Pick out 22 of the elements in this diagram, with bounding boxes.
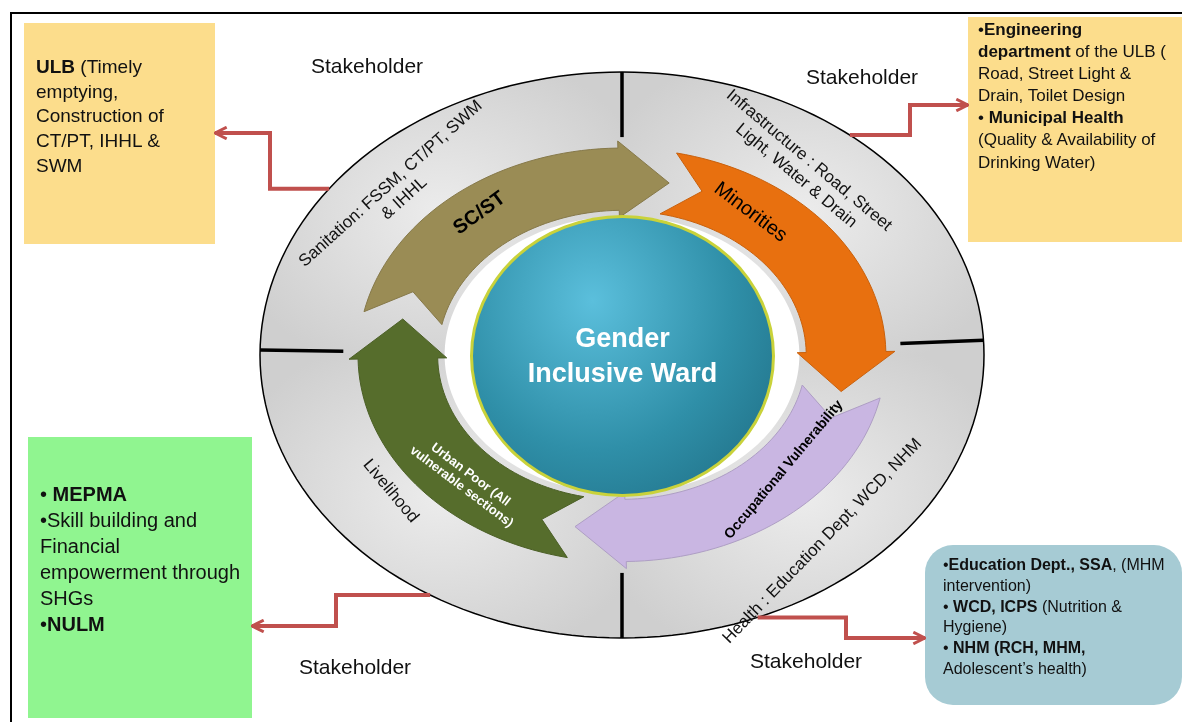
card-text: ULB (Timely emptying, Construction of CT/PT, IHHL & SWM [36,55,165,178]
card-text: •Skill building and Financial empowerment through SHGs [40,508,242,611]
stakeholder-card [28,437,252,718]
elbow-arrow [757,615,927,646]
card-text: • NHM (RCH, MHM, Adolescent’s health) [943,638,1088,679]
stakeholder-label: Stakeholder [299,655,412,679]
card-text: •NULM [40,612,106,637]
center-label: Gender Inclusive Ward [526,321,719,390]
stakeholder-card [24,23,215,244]
stakeholder-card [968,17,1182,242]
stakeholder-label: Stakeholder [806,65,919,89]
elbow-arrow [250,593,431,634]
stakeholder-label: Stakeholder [750,649,863,673]
card-text: • MEPMA [40,482,128,507]
card-text: •Engineering department of the ULB ( Road, Street Light & Drain, Toilet Design [978,19,1167,108]
elbow-arrow [213,125,330,191]
card-text: • WCD, ICPS (Nutrition & Hygiene) [943,596,1123,638]
card-text: •Education Dept., SSA, (MHM intervention) [943,555,1166,596]
card-text: • Municipal Health (Quality & Availability of Drinking Water) [978,107,1157,174]
stakeholder-card [925,545,1182,705]
stakeholder-label: Stakeholder [311,54,424,78]
elbow-arrow [849,97,970,138]
